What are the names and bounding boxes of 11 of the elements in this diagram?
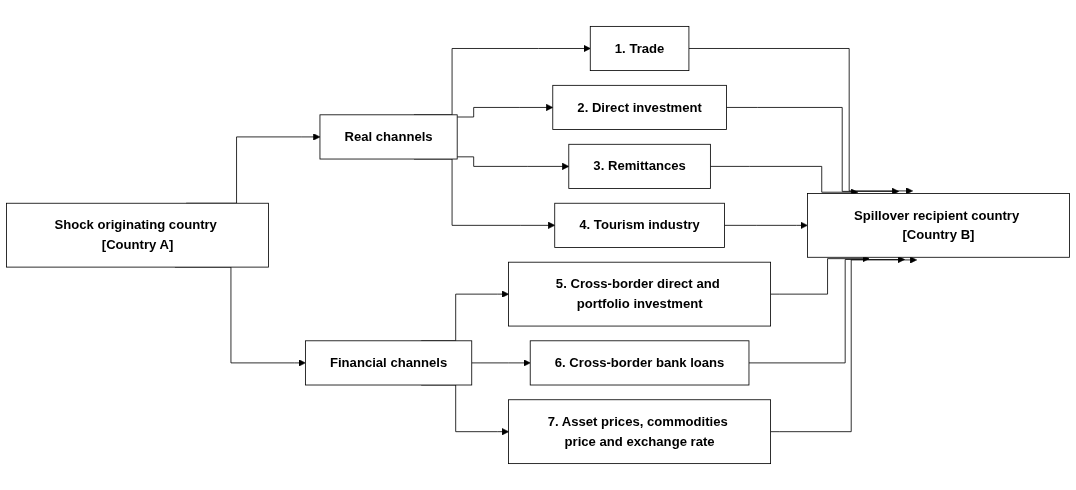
node-box: 3. Remittances xyxy=(568,143,711,189)
node-box: 1. Trade xyxy=(589,26,690,71)
node-box: Financial channels xyxy=(305,340,473,386)
node-box: 5. Cross-border direct and portfolio investment xyxy=(508,261,771,327)
node-box: 7. Asset prices, commodities price and exchange rate xyxy=(508,399,771,465)
node-box: Shock originating country [Country A] xyxy=(6,202,269,268)
node-box: Real channels xyxy=(319,114,458,160)
node-box: Spillover recipient country [Country B] xyxy=(807,193,1070,258)
node-box: 4. Tourism industry xyxy=(554,202,725,248)
node-box: 2. Direct investment xyxy=(552,84,727,130)
node-box: 6. Cross-border bank loans xyxy=(529,340,750,386)
